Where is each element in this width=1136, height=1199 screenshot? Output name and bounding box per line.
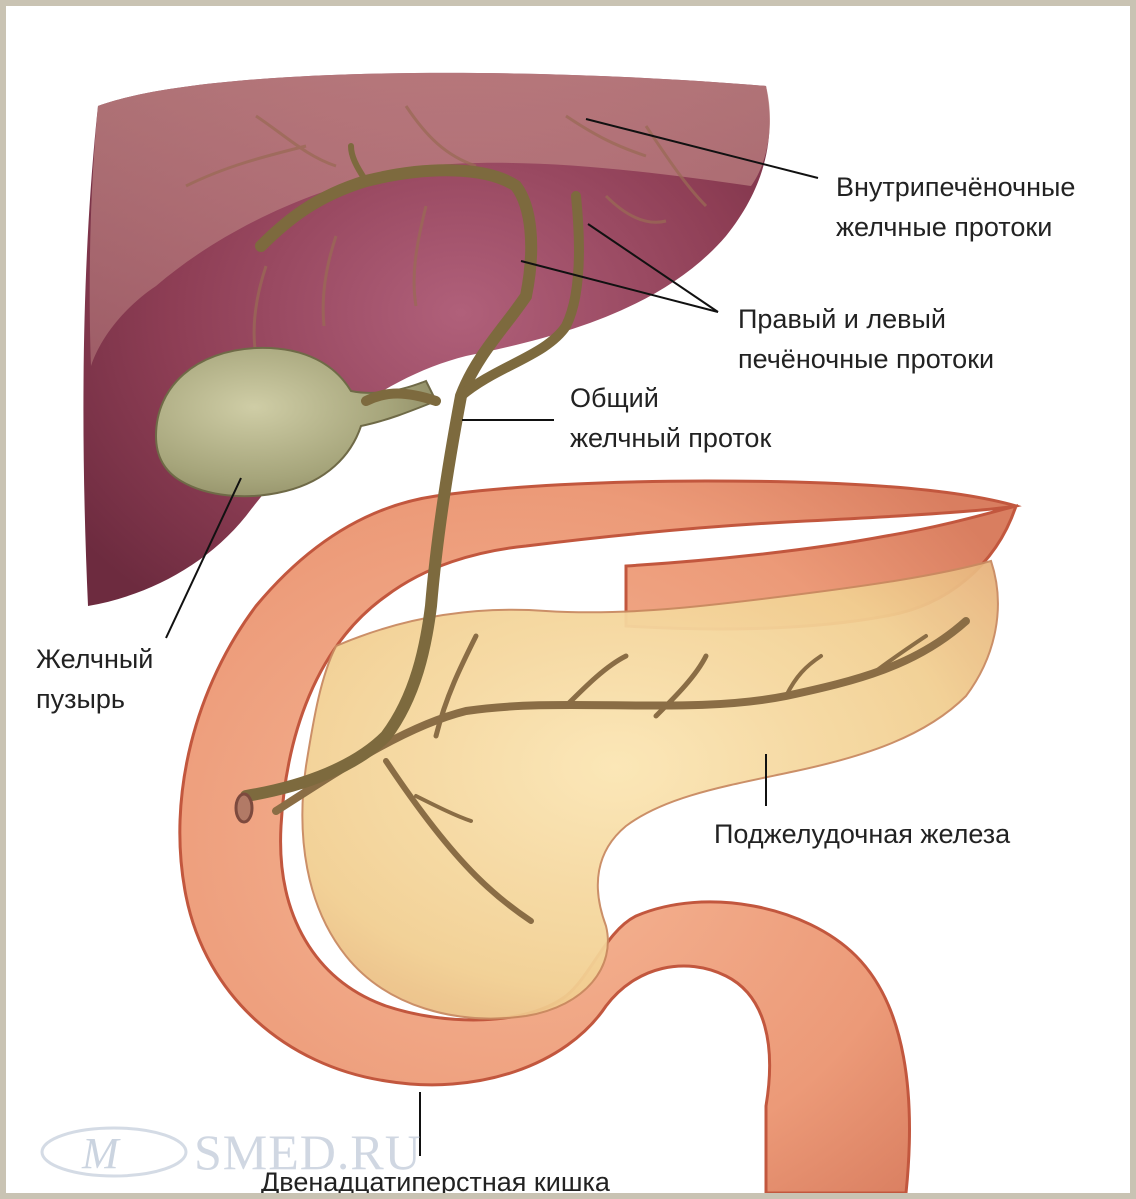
watermark-text: SMED.RU (194, 1122, 422, 1182)
duct-opening (236, 794, 252, 822)
label-intrahepatic-line2: желчные протоки (836, 207, 1075, 247)
label-common-line1: Общий (570, 378, 771, 418)
label-pancreas-text: Поджелудочная железа (714, 814, 1010, 854)
label-intrahepatic-ducts: Внутрипечёночные желчные протоки (836, 167, 1075, 247)
label-gallbladder: Желчный пузырь (36, 639, 153, 719)
label-hepatic-line1: Правый и левый (738, 299, 994, 339)
label-gallbladder-line2: пузырь (36, 679, 153, 719)
label-pancreas: Поджелудочная железа (714, 814, 1010, 854)
label-intrahepatic-line1: Внутрипечёночные (836, 167, 1075, 207)
label-common-bile-duct: Общий желчный проток (570, 378, 771, 458)
svg-text:M: M (81, 1129, 121, 1178)
watermark: M SMED.RU (34, 1122, 474, 1182)
label-hepatic-line2: печёночные протоки (738, 339, 994, 379)
label-hepatic-ducts: Правый и левый печёночные протоки (738, 299, 994, 379)
diagram-frame: Внутрипечёночные желчные протоки Правый … (6, 6, 1130, 1193)
watermark-logo-icon: M (34, 1122, 194, 1182)
label-gallbladder-line1: Желчный (36, 639, 153, 679)
label-common-line2: желчный проток (570, 418, 771, 458)
